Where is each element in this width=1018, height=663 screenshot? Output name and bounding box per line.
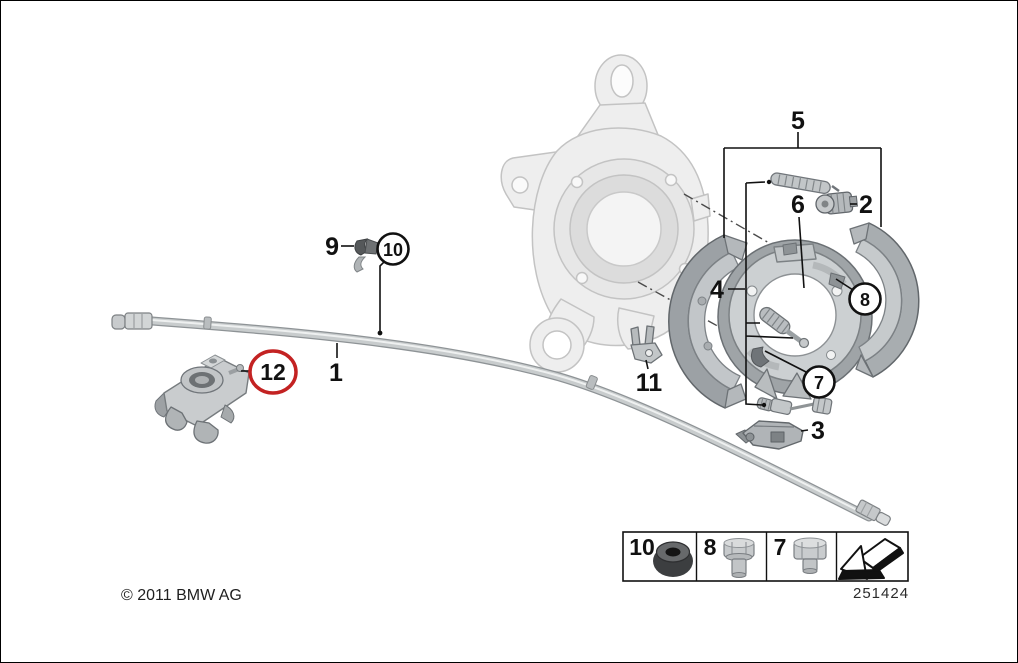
callout-4[interactable]: 4 bbox=[710, 276, 724, 304]
callout-9[interactable]: 9 bbox=[325, 233, 339, 261]
flanged-bolt-icon bbox=[723, 538, 755, 578]
legend-table: 10 8 7 bbox=[622, 531, 909, 582]
cable-bracket-part12[interactable] bbox=[154, 354, 250, 444]
callout-1-label[interactable]: 1 bbox=[329, 359, 343, 387]
callout-3-label[interactable]: 3 bbox=[811, 417, 825, 445]
callout-2[interactable]: 2 bbox=[859, 191, 873, 219]
callout-leader-lines bbox=[241, 132, 882, 432]
legend-cell-bolt-8[interactable]: 8 bbox=[704, 534, 755, 578]
legend-cell-direction[interactable] bbox=[838, 538, 904, 580]
copyright-text: © 2011 BMW AG bbox=[121, 587, 242, 604]
callout-10[interactable]: 10 bbox=[376, 232, 410, 266]
diagram-number: 251424 bbox=[853, 585, 909, 602]
return-spring-upper[interactable] bbox=[770, 172, 840, 195]
callout-9-label[interactable]: 9 bbox=[325, 233, 339, 261]
hold-down-spring[interactable] bbox=[757, 305, 810, 349]
cable-guide-bracket[interactable] bbox=[630, 325, 663, 364]
callout-2-label[interactable]: 2 bbox=[859, 191, 873, 219]
expander-lever[interactable] bbox=[735, 420, 804, 450]
brake-shoe-right[interactable] bbox=[849, 222, 920, 378]
legend-7-label: 7 bbox=[774, 534, 787, 560]
leader-dots bbox=[377, 179, 772, 408]
legend-8-label: 8 bbox=[704, 534, 717, 560]
parking-brake-actuator-plate[interactable] bbox=[717, 239, 873, 400]
install-direction-arrow-icon bbox=[838, 538, 904, 580]
callout-5[interactable]: 5 bbox=[791, 107, 805, 135]
callout-1[interactable]: 1 bbox=[329, 359, 343, 387]
callout-7-label[interactable]: 7 bbox=[814, 373, 824, 393]
adjuster-screw[interactable] bbox=[815, 191, 858, 215]
callout-8-circle[interactable] bbox=[848, 282, 882, 316]
callout-11-label[interactable]: 11 bbox=[636, 369, 663, 397]
callout-7-circle[interactable] bbox=[802, 365, 836, 399]
callout-11[interactable]: 11 bbox=[636, 369, 663, 397]
callout-4-label[interactable]: 4 bbox=[710, 276, 724, 304]
callout-10-circle[interactable] bbox=[376, 232, 410, 266]
legend-10-label: 10 bbox=[629, 534, 655, 560]
hex-bolt-icon bbox=[793, 537, 827, 574]
legend-cell-bolt-7[interactable]: 7 bbox=[774, 534, 827, 574]
retaining-clip[interactable] bbox=[353, 238, 379, 273]
callout-6[interactable]: 6 bbox=[791, 191, 805, 219]
callout-3[interactable]: 3 bbox=[811, 417, 825, 445]
callout-7[interactable]: 7 bbox=[802, 365, 836, 399]
callout-5-label[interactable]: 5 bbox=[791, 107, 805, 135]
callout-8-label[interactable]: 8 bbox=[860, 290, 870, 310]
callout-10-label[interactable]: 10 bbox=[383, 240, 403, 260]
cable-end-piece[interactable] bbox=[756, 396, 833, 415]
brake-shoe-left[interactable] bbox=[668, 234, 748, 409]
callout-12-label[interactable]: 12 bbox=[260, 359, 286, 385]
grommet-icon bbox=[653, 541, 693, 577]
callout-8[interactable]: 8 bbox=[848, 282, 882, 316]
highlight-circle bbox=[248, 349, 298, 395]
legend-cell-grommet[interactable]: 10 bbox=[629, 534, 693, 577]
wheel-carrier-knuckle bbox=[500, 54, 711, 373]
callout-6-label[interactable]: 6 bbox=[791, 191, 805, 219]
parking-brake-cable[interactable] bbox=[111, 312, 892, 527]
callout-12-highlighted[interactable]: 12 bbox=[248, 349, 298, 395]
